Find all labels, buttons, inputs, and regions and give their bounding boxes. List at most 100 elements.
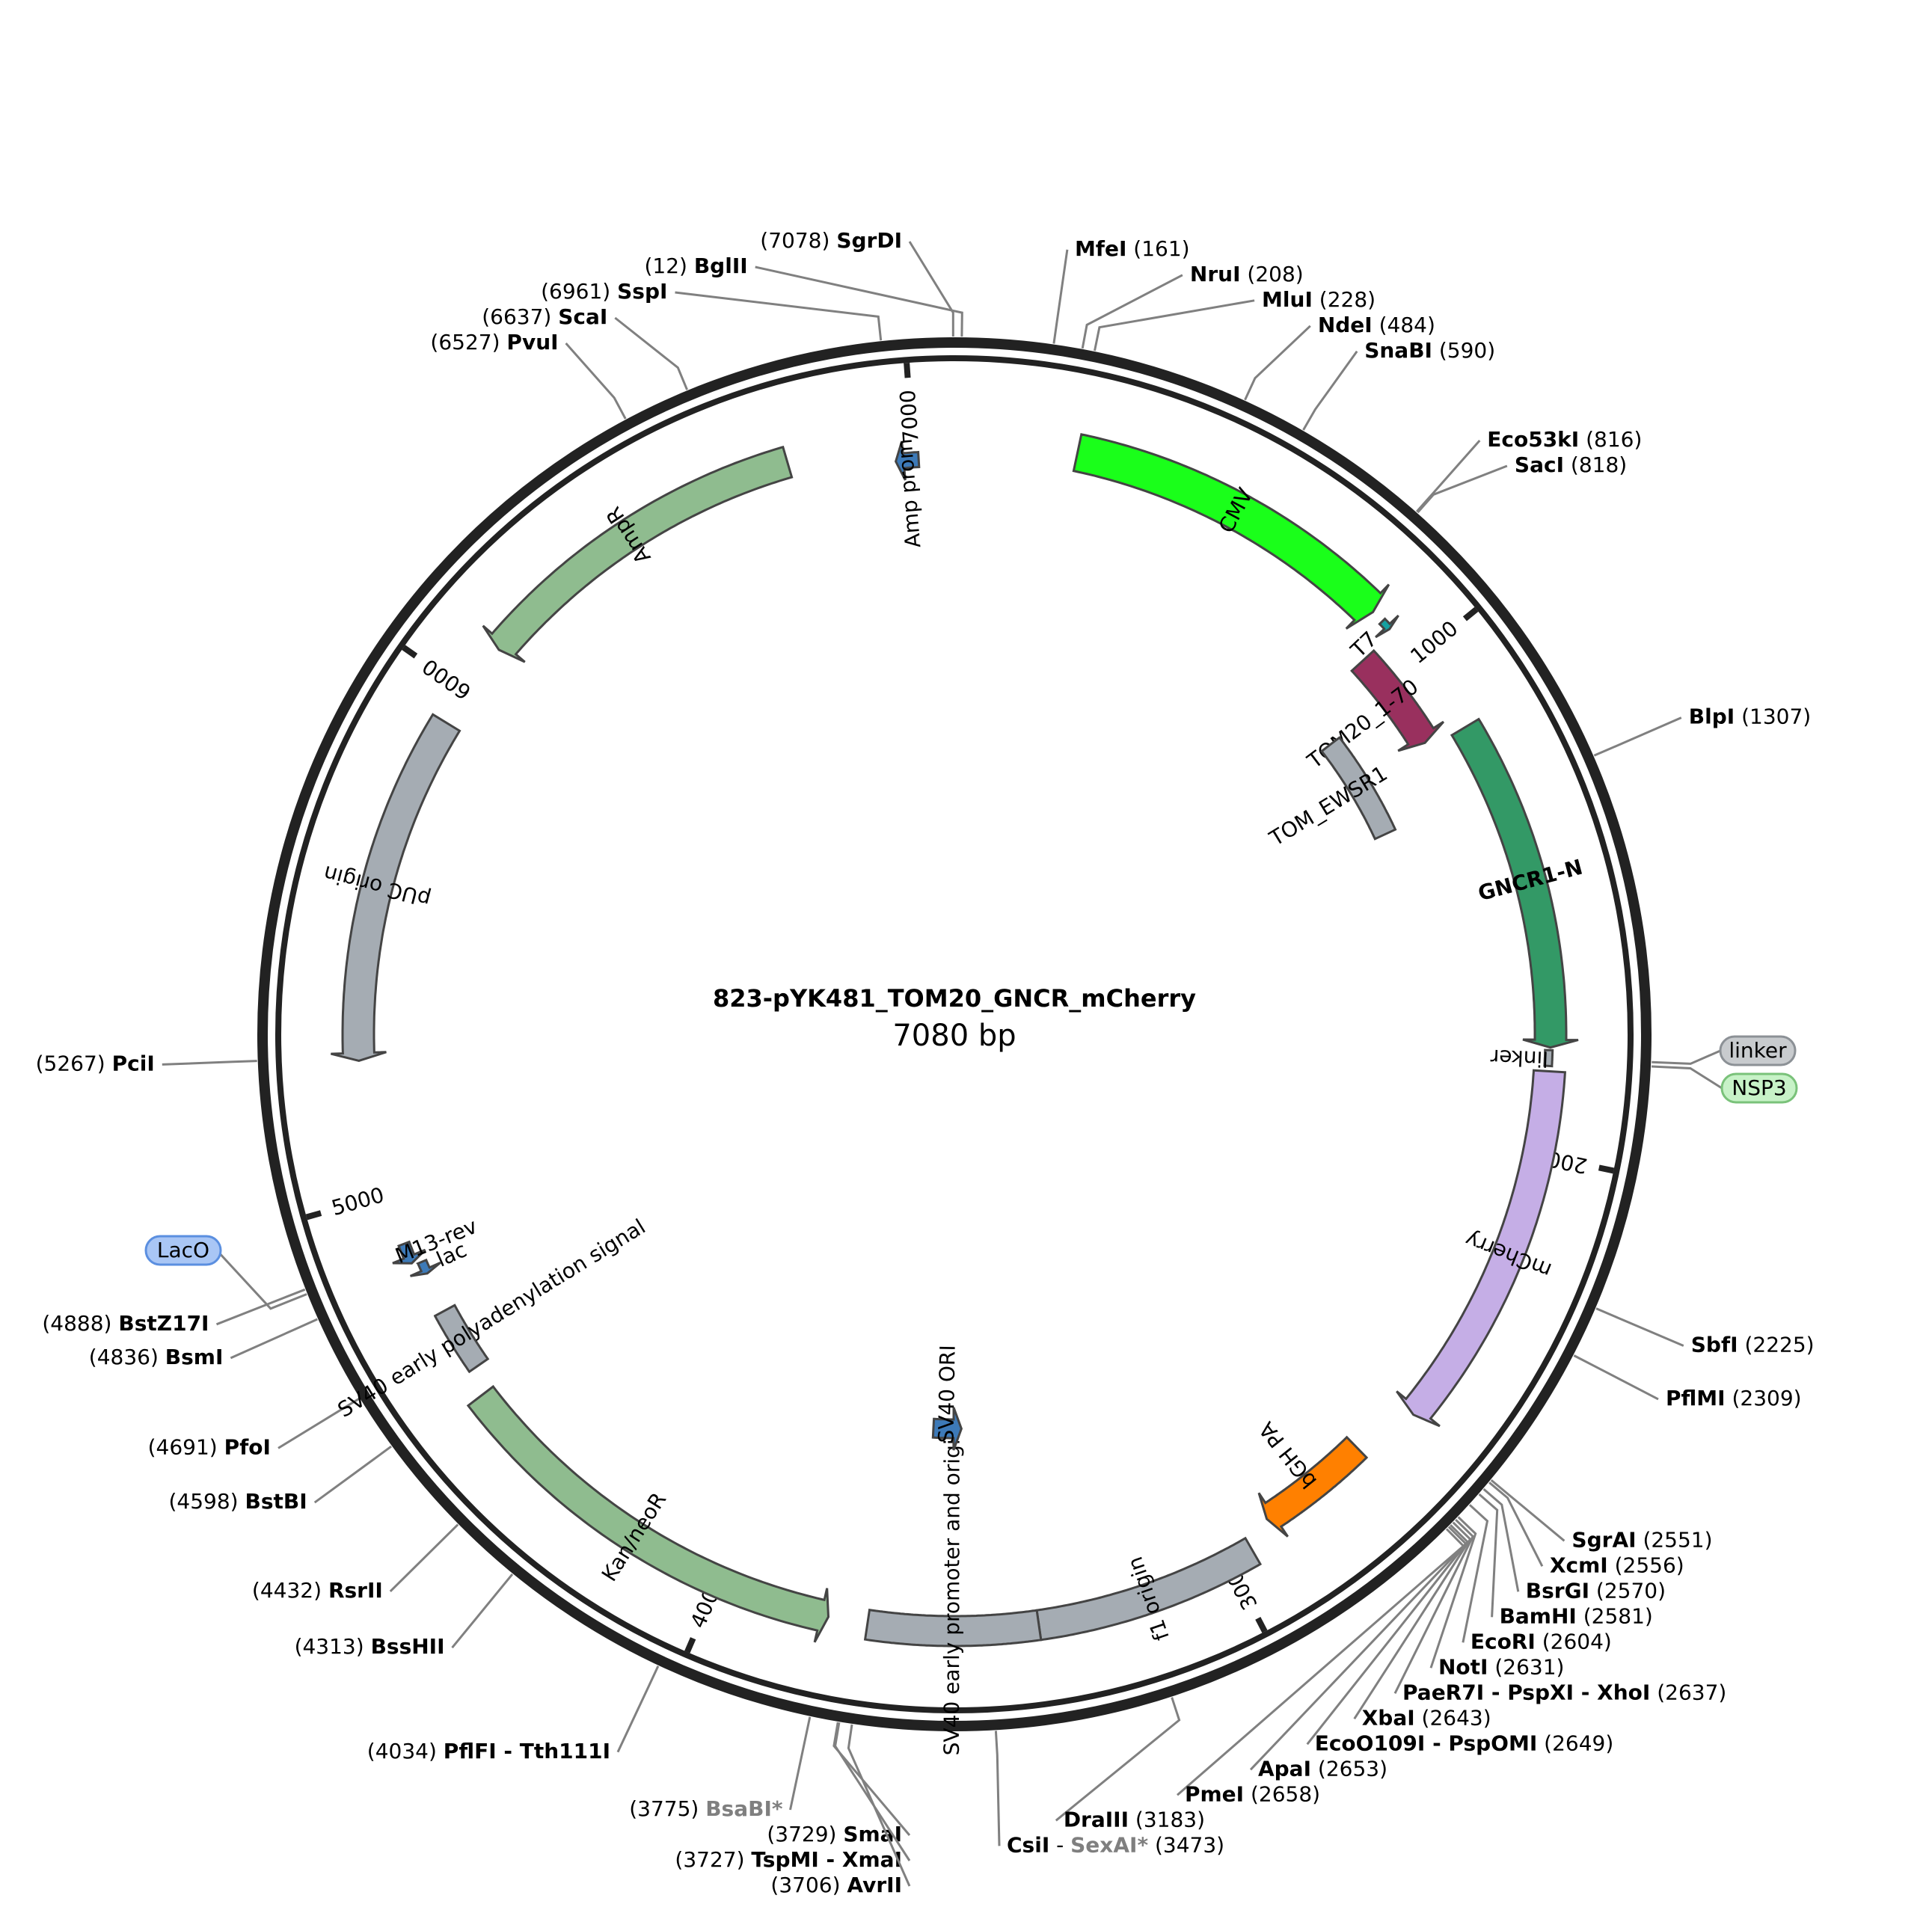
feature-m13-rev-arrow[interactable] bbox=[392, 1240, 426, 1265]
tag-pill[interactable] bbox=[1720, 1072, 1798, 1104]
feature-sv40-ori[interactable]: SV40 ORI bbox=[931, 1345, 963, 1451]
feature-tom-ewsr1-arrow[interactable] bbox=[1319, 736, 1397, 841]
site-label: ApaI (2653) bbox=[1258, 1756, 1387, 1781]
feature-linker[interactable]: linker bbox=[1490, 1045, 1554, 1072]
tag-linker[interactable]: linker bbox=[1652, 1035, 1797, 1066]
feature-ampr-arrow[interactable] bbox=[482, 446, 794, 663]
site-connector bbox=[847, 1724, 911, 1887]
site-bstbi[interactable]: (4598) BstBI bbox=[168, 1445, 392, 1514]
site-sspi[interactable]: (6961) SspI bbox=[541, 279, 883, 341]
site-scai[interactable]: (6637) ScaI bbox=[482, 304, 688, 390]
feature-amp-prom[interactable]: Amp prom bbox=[892, 437, 926, 548]
site-name: SbfI bbox=[1691, 1332, 1738, 1357]
site-bglii[interactable]: (12) BglII bbox=[644, 254, 963, 337]
site-pflmi[interactable]: PflMI (2309) bbox=[1573, 1354, 1802, 1410]
site-pflfi-tth111i[interactable]: (4034) PflFI - Tth111I bbox=[367, 1665, 660, 1763]
site-pfoi[interactable]: (4691) PfoI bbox=[148, 1397, 361, 1459]
feature-linker-arrow[interactable] bbox=[1543, 1048, 1554, 1068]
feature-ampr[interactable]: AmpR bbox=[482, 446, 794, 663]
site-pmei[interactable]: PmeI (2658) bbox=[1177, 1528, 1465, 1807]
feature-cmv-arrow[interactable] bbox=[1072, 433, 1390, 630]
site-csii[interactable]: CsiI - SexAI* (3473) bbox=[994, 1731, 1224, 1857]
site-avrii[interactable]: (3706) AvrII bbox=[770, 1724, 911, 1897]
feature-sv40-early-promoter-and-origin-arrow[interactable] bbox=[863, 1609, 1043, 1648]
site-ecoo109i-pspomi[interactable]: EcoO109I - PspOMI (2649) bbox=[1306, 1524, 1614, 1755]
site-position: (12) bbox=[644, 254, 687, 278]
site-sgrai[interactable]: SgrAI (2551) bbox=[1490, 1479, 1713, 1552]
site-noti[interactable]: NotI (2631) bbox=[1429, 1516, 1565, 1680]
feature-sv40-early-polyadenylation-signal-arrow[interactable] bbox=[433, 1304, 490, 1374]
site-label: PflMI (2309) bbox=[1666, 1386, 1802, 1410]
tag-laco[interactable]: LacO bbox=[144, 1235, 307, 1310]
feature-kan-neor-arrow[interactable] bbox=[466, 1384, 830, 1643]
site-ndei[interactable]: NdeI (484) bbox=[1244, 313, 1435, 401]
feature-lac-arrow[interactable] bbox=[409, 1258, 441, 1277]
feature-gncr1-n[interactable]: GNCR1-N bbox=[1450, 717, 1585, 1049]
feature-f1-origin[interactable]: f1 origin bbox=[1035, 1536, 1263, 1644]
site-bsshii[interactable]: (4313) BssHII bbox=[295, 1573, 514, 1659]
site-connector bbox=[162, 1060, 257, 1066]
site-connector bbox=[313, 1445, 392, 1504]
feature-bgh-pa-arrow[interactable] bbox=[1257, 1435, 1369, 1538]
site-nrui[interactable]: NruI (208) bbox=[1081, 262, 1304, 349]
site-blpi[interactable]: BlpI (1307) bbox=[1593, 704, 1811, 757]
site-xbai[interactable]: XbaI (2643) bbox=[1353, 1521, 1491, 1731]
site-position: (4598) bbox=[168, 1489, 238, 1514]
feature-sv40-ori-arrow[interactable] bbox=[931, 1407, 963, 1451]
feature-t7-arrow[interactable] bbox=[1375, 615, 1399, 639]
feature-amp-prom-arrow[interactable] bbox=[894, 440, 921, 481]
site-position: (4034) bbox=[367, 1739, 437, 1763]
site-pvui[interactable]: (6527) PvuI bbox=[430, 330, 627, 420]
site-rsrii[interactable]: (4432) RsrII bbox=[252, 1523, 459, 1603]
feature-tom20-1-70-arrow[interactable] bbox=[1350, 648, 1445, 752]
feature-bgh-pa[interactable]: bGH PA bbox=[1254, 1417, 1369, 1538]
site-eco53ki[interactable]: Eco53kI (816) bbox=[1415, 427, 1642, 513]
tag-nsp3[interactable]: NSP3 bbox=[1651, 1065, 1798, 1104]
site-label: NotI (2631) bbox=[1438, 1654, 1565, 1679]
tick-mark-3000 bbox=[1255, 1617, 1268, 1633]
site-connector bbox=[1052, 249, 1069, 344]
feature-sv40-early-promoter-and-origin[interactable]: SV40 early promoter and origin bbox=[863, 1426, 1043, 1756]
site-bsmi[interactable]: (4836) BsmI bbox=[89, 1318, 318, 1369]
site-saci[interactable]: SacI (818) bbox=[1417, 452, 1627, 514]
tick-mark-5000 bbox=[305, 1210, 322, 1221]
site-sbfi[interactable]: SbfI (2225) bbox=[1595, 1307, 1815, 1357]
site-ecori[interactable]: EcoRI (2604) bbox=[1462, 1504, 1612, 1654]
site-bsabi[interactable]: (3775) BsaBI* bbox=[629, 1716, 812, 1821]
tag-pill[interactable] bbox=[1719, 1035, 1797, 1066]
site-bstz17i[interactable]: (4888) BstZ17I bbox=[42, 1288, 306, 1336]
feature-tom20-1-70[interactable]: TOM20_1-70 bbox=[1302, 648, 1445, 774]
site-name: BstZ17I bbox=[118, 1311, 209, 1336]
site-bamhi[interactable]: BamHI (2581) bbox=[1478, 1493, 1653, 1628]
site-name: AvrII bbox=[847, 1873, 902, 1897]
site-position: (208) bbox=[1247, 262, 1303, 286]
site-connector bbox=[1417, 464, 1508, 514]
site-mlui[interactable]: MluI (228) bbox=[1094, 287, 1376, 351]
tag-pill[interactable] bbox=[144, 1235, 222, 1266]
site-xcmi[interactable]: XcmI (2556) bbox=[1488, 1482, 1684, 1577]
site-label: (6527) PvuI bbox=[430, 330, 558, 354]
feature-gncr1-n-arrow[interactable] bbox=[1450, 717, 1579, 1049]
site-tspmi-xmai[interactable]: (3727) TspMI - XmaI bbox=[675, 1722, 911, 1872]
feature-kan-neor[interactable]: Kan/neoR bbox=[466, 1384, 830, 1643]
site-draiii[interactable]: DraIII (3183) bbox=[1055, 1697, 1205, 1832]
feature-mcherry-arrow[interactable] bbox=[1396, 1069, 1566, 1428]
site-mfei[interactable]: MfeI (161) bbox=[1052, 236, 1190, 344]
site-connector bbox=[1593, 716, 1682, 757]
feature-cmv[interactable]: CMV bbox=[1072, 433, 1390, 630]
feature-puc-origin-arrow[interactable] bbox=[331, 713, 461, 1062]
restriction-sites: MfeI (161)NruI (208)MluI (228)NdeI (484)… bbox=[36, 228, 1815, 1897]
feature-puc-origin[interactable]: pUC origin bbox=[321, 713, 461, 1062]
site-smai[interactable]: (3729) SmaI bbox=[767, 1722, 911, 1846]
site-apai[interactable]: ApaI (2653) bbox=[1249, 1526, 1468, 1781]
site-snabi[interactable]: SnaBI (590) bbox=[1302, 338, 1496, 431]
site-connector bbox=[277, 1397, 361, 1449]
feature-tom-ewsr1[interactable]: TOM_EWSR1 bbox=[1265, 736, 1397, 851]
site-sgrdi[interactable]: (7078) SgrDI bbox=[760, 228, 954, 337]
tick-mark-4000 bbox=[684, 1637, 696, 1654]
site-label: BsrGI (2570) bbox=[1526, 1578, 1666, 1603]
site-pcii[interactable]: (5267) PciI bbox=[36, 1051, 257, 1075]
site-bsrgi[interactable]: BsrGI (2570) bbox=[1482, 1487, 1666, 1603]
site-connector bbox=[1482, 1487, 1520, 1592]
site-paer7i-pspxi-xhoi[interactable]: PaeR7I - PspXI - XhoI (2637) bbox=[1393, 1519, 1726, 1704]
